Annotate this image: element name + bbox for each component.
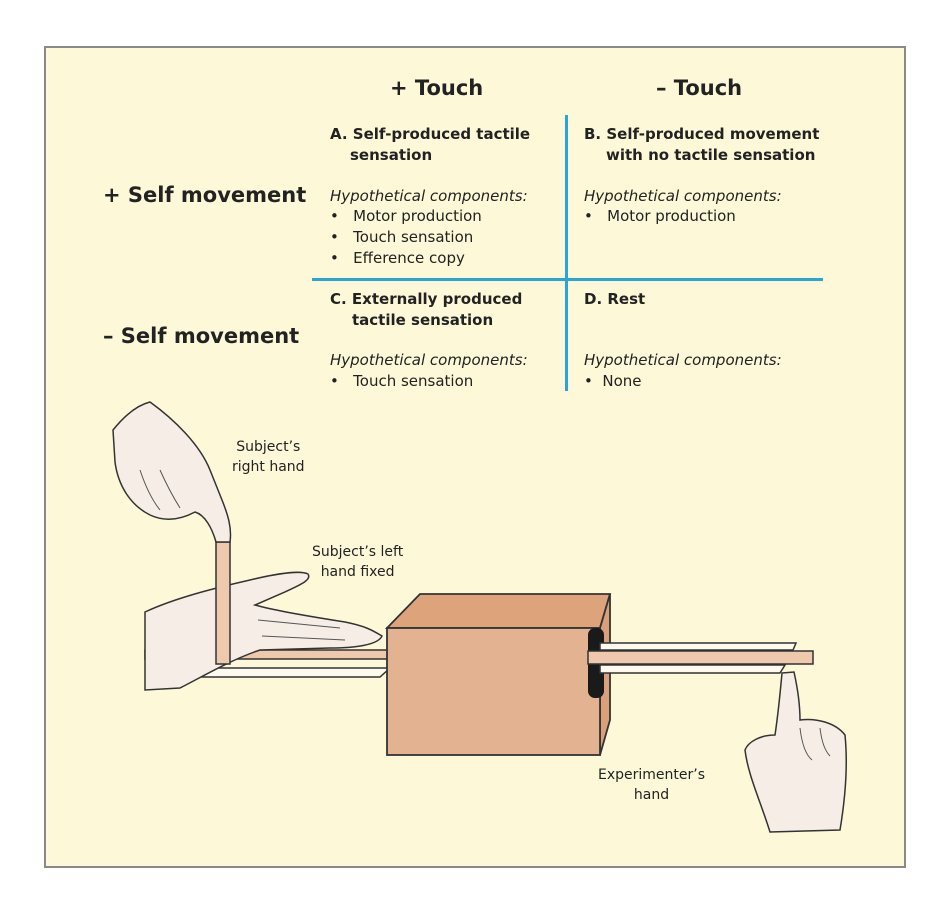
list-item: • Touch sensation: [330, 228, 474, 246]
label-line: Subject’s left: [312, 544, 404, 560]
row-header-plus-self-movement: + Self movement: [103, 183, 307, 207]
cell-a-title-line: A. Self-produced tactile: [330, 125, 531, 143]
label-line: hand: [633, 787, 670, 803]
cell-d-list: • None: [584, 371, 642, 392]
cell-a-title-line: sensation: [350, 146, 433, 164]
cell-d-title: D. Rest: [584, 289, 645, 310]
column-header-plus-touch: + Touch: [390, 76, 484, 100]
cell-d-heading: Hypothetical components:: [584, 351, 782, 369]
cell-c-title-line: C. Externally produced: [330, 290, 523, 308]
subject-left-hand: [144, 571, 383, 691]
experimenter-hand: [744, 671, 847, 833]
list-item: • Efference copy: [330, 249, 465, 267]
label-right-hand: Subject’s right hand: [232, 437, 305, 477]
label-line: Experimenter’s: [598, 767, 706, 783]
horizontal-divider: [312, 278, 823, 281]
vertical-divider: [565, 115, 568, 391]
label-experimenter-hand: Experimenter’s hand: [598, 765, 705, 805]
cell-d-title-line: D. Rest: [584, 290, 646, 308]
cell-c-heading: Hypothetical components:: [330, 351, 528, 369]
right-rod: [587, 642, 814, 674]
cell-b-title-line: B. Self-produced movement: [584, 125, 820, 143]
row-header-minus-self-movement: – Self movement: [103, 324, 300, 348]
cell-c-list: • Touch sensation: [330, 371, 473, 392]
cell-b-list: • Motor production: [584, 206, 736, 227]
cell-b-heading: Hypothetical components:: [584, 187, 782, 205]
cell-b-title-line: with no tactile sensation: [606, 146, 816, 164]
label-left-hand: Subject’s left hand fixed: [312, 542, 403, 582]
column-header-minus-touch: – Touch: [656, 76, 743, 100]
list-item: • None: [584, 372, 642, 390]
label-line: right hand: [232, 459, 305, 475]
cell-b-title: B. Self-produced movement with no tactil…: [584, 124, 819, 166]
box: [384, 593, 612, 756]
subject-right-hand: [112, 401, 232, 543]
label-line: hand fixed: [320, 564, 395, 580]
cell-a-heading: Hypothetical components:: [330, 187, 528, 205]
list-item: • Touch sensation: [330, 372, 474, 390]
list-item: • Motor production: [584, 207, 736, 225]
touch-stick: [215, 541, 231, 665]
label-line: Subject’s: [236, 439, 301, 455]
cell-c-title-line: tactile sensation: [352, 311, 494, 329]
list-item: • Motor production: [330, 207, 482, 225]
cell-a-title: A. Self-produced tactile sensation: [330, 124, 530, 166]
cell-c-title: C. Externally produced tactile sensation: [330, 289, 522, 331]
cell-a-list: • Motor production • Touch sensation • E…: [330, 206, 482, 269]
